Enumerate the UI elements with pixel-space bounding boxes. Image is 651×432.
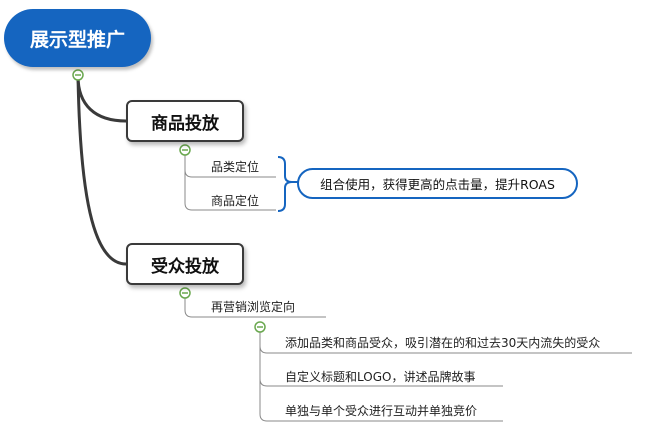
grouping-brace — [277, 156, 293, 212]
leaf-add-audiences[interactable]: 添加品类和商品受众，吸引潜在的和过去30天内流失的受众 — [285, 336, 600, 350]
subtopic-product-targeting[interactable]: 商品定位 — [211, 194, 259, 208]
leaf-custom-headline-logo[interactable]: 自定义标题和LOGO，讲述品牌故事 — [285, 370, 475, 384]
leaf-individual-bidding[interactable]: 单独与单个受众进行互动并单独竞价 — [285, 404, 477, 418]
collapse-toggle-goods[interactable] — [179, 144, 191, 156]
leaf-add-audiences-label: 添加品类和商品受众，吸引潜在的和过去30天内流失的受众 — [285, 336, 601, 350]
leaf-individual-bidding-label: 单独与单个受众进行互动并单独竞价 — [285, 404, 478, 418]
topic-goods-placement-label: 商品投放 — [151, 113, 219, 134]
leaf-connector-3 — [259, 328, 503, 422]
topic-goods-placement[interactable]: 商品投放 — [126, 100, 244, 142]
root-topic[interactable]: 展示型推广 — [4, 9, 151, 67]
callout-combined-use-text: 组合使用，获得更高的点击量，提升ROAS — [320, 177, 555, 192]
subtopic-product-targeting-label: 商品定位 — [211, 194, 260, 208]
topic-audience-placement-label: 受众投放 — [151, 256, 219, 277]
callout-combined-use[interactable]: 组合使用，获得更高的点击量，提升ROAS — [297, 168, 578, 199]
leaf-custom-headline-logo-label: 自定义标题和LOGO，讲述品牌故事 — [285, 370, 476, 384]
subtopic-retargeting-label: 再营销浏览定向 — [211, 300, 296, 314]
collapse-toggle-retargeting[interactable] — [254, 321, 266, 333]
collapse-toggle-audience[interactable] — [179, 287, 191, 299]
sub-connector-retargeting — [184, 294, 326, 318]
subtopic-retargeting[interactable]: 再营销浏览定向 — [211, 300, 295, 314]
branch-connector-goods — [76, 75, 127, 123]
root-topic-label: 展示型推广 — [29, 28, 125, 51]
topic-audience-placement[interactable]: 受众投放 — [126, 243, 244, 285]
subtopic-category-targeting[interactable]: 品类定位 — [211, 160, 259, 174]
branch-connector-audience — [76, 75, 127, 266]
collapse-toggle-root[interactable] — [72, 69, 84, 81]
subtopic-category-targeting-label: 品类定位 — [211, 160, 260, 174]
sub-connector-product — [184, 150, 276, 211]
